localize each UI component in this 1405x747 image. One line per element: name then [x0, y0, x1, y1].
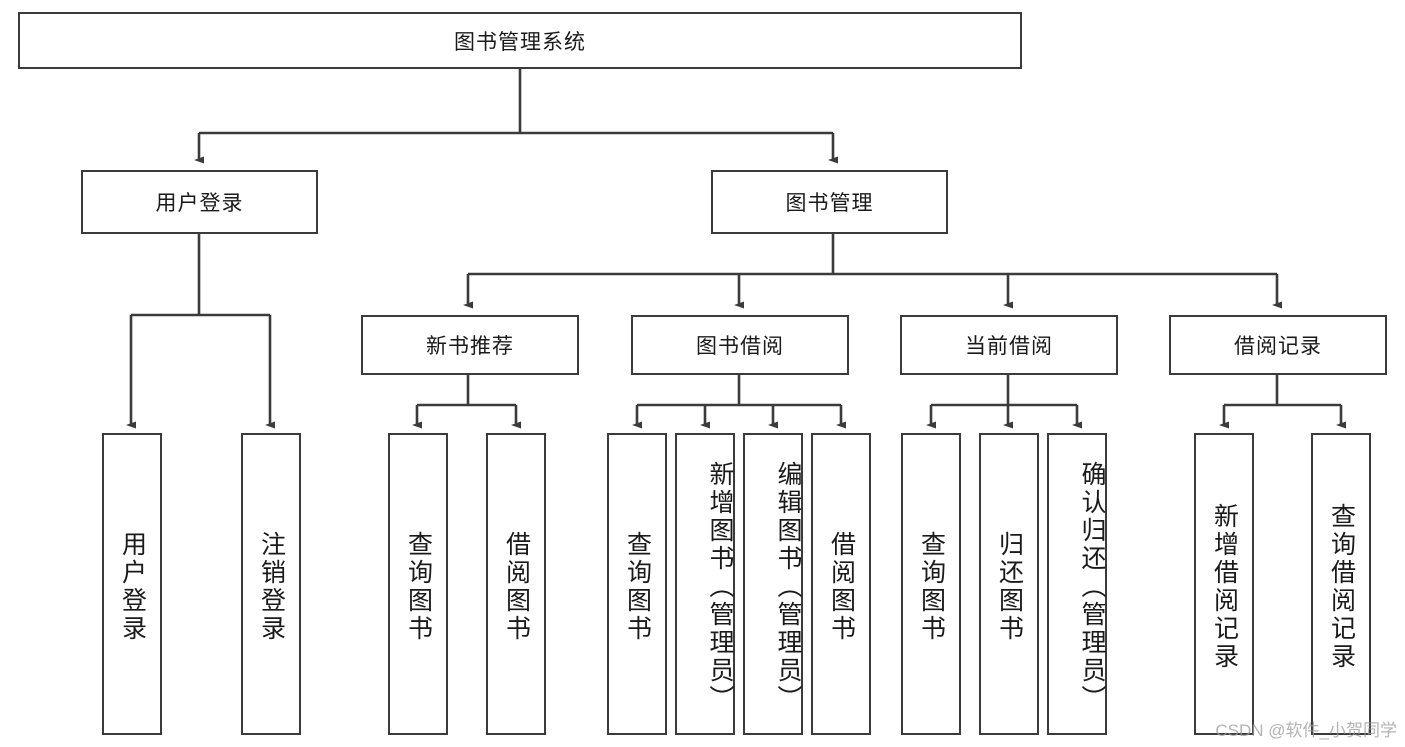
node-book-borrow[interactable]: 图书借阅: [631, 315, 849, 375]
leaf-record-add-borrow-record[interactable]: 新增借阅记录: [1194, 433, 1254, 735]
leaf-logout[interactable]: 注销登录: [241, 433, 301, 735]
leaf-borrow-query-book[interactable]: 查询图书: [607, 433, 667, 735]
node-new-book-recommend[interactable]: 新书推荐: [361, 315, 579, 375]
leaf-record-query-borrow-record[interactable]: 查询借阅记录: [1311, 433, 1371, 735]
leaf-borrow-edit-book-admin[interactable]: 编辑图书（管理员）: [743, 433, 803, 735]
leaf-current-return-book[interactable]: 归还图书: [979, 433, 1039, 735]
leaf-newbook-borrow-book[interactable]: 借阅图书: [486, 433, 546, 735]
leaf-borrow-add-book-admin[interactable]: 新增图书（管理员）: [675, 433, 735, 735]
node-current-borrow[interactable]: 当前借阅: [900, 315, 1118, 375]
node-borrow-record[interactable]: 借阅记录: [1169, 315, 1387, 375]
node-book-management[interactable]: 图书管理: [711, 170, 948, 234]
node-root-book-management-system[interactable]: 图书管理系统: [18, 12, 1022, 69]
leaf-borrow-borrow-book[interactable]: 借阅图书: [811, 433, 871, 735]
leaf-newbook-query-book[interactable]: 查询图书: [388, 433, 448, 735]
leaf-user-login[interactable]: 用户登录: [102, 433, 162, 735]
leaf-current-confirm-return-admin[interactable]: 确认归还（管理员）: [1047, 433, 1107, 735]
leaf-current-query-book[interactable]: 查询图书: [901, 433, 961, 735]
node-user-login[interactable]: 用户登录: [81, 170, 318, 234]
